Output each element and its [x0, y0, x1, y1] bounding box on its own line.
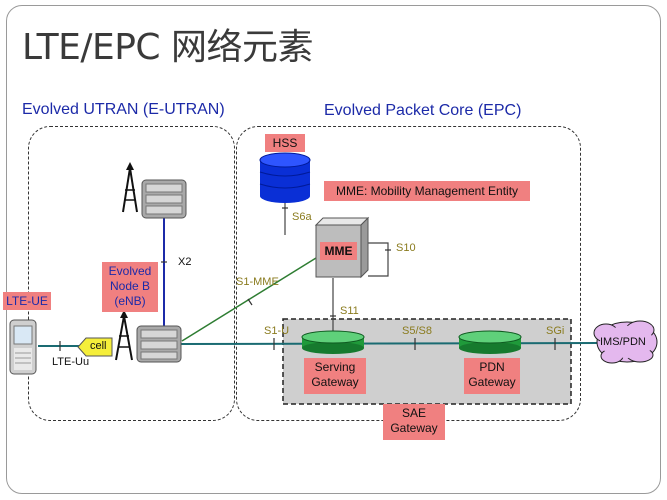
pdn-gateway-icon — [458, 330, 522, 354]
serving-gateway-label: Serving Gateway — [304, 358, 366, 394]
serving-gateway-icon — [301, 330, 365, 354]
hss-database-icon — [259, 152, 311, 203]
mme-label: MME — [320, 242, 357, 260]
sgi-interface-label: SGi — [546, 325, 565, 337]
sae-gateway-label: SAE Gateway — [383, 404, 445, 440]
pdn-gateway-label: PDN Gateway — [464, 358, 520, 394]
ims-pdn-cloud-icon — [593, 320, 658, 364]
mme-legend: MME: Mobility Management Entity — [324, 181, 530, 201]
enb-label: Evolved Node B (eNB) — [102, 262, 158, 312]
x2-interface-label: X2 — [178, 256, 192, 268]
s5-s8-interface-label: S5/S8 — [402, 325, 432, 337]
s10-link — [368, 242, 389, 277]
enb-tower-icon-top — [122, 162, 138, 213]
enb-tower-icon — [115, 310, 133, 361]
phone-icon — [9, 319, 37, 375]
epc-section-label: Evolved Packet Core (EPC) — [324, 102, 522, 119]
enb-server-icon-top — [141, 179, 187, 219]
s1-u-interface-label: S1-U — [264, 325, 290, 337]
eutran-region — [28, 126, 235, 421]
hss-label: HSS — [265, 134, 305, 152]
slide-title: LTE/EPC 网络元素 — [22, 27, 314, 68]
user-plane-link — [179, 342, 599, 345]
s6a-interface-label: S6a — [292, 211, 312, 223]
s11-interface-label: S11 — [340, 305, 359, 317]
lte-uu-interface-label: LTE-Uu — [52, 356, 90, 368]
s1-mme-interface-label: S1-MME — [236, 276, 279, 288]
cell-tag — [77, 337, 113, 357]
cell-label: cell — [90, 340, 107, 352]
enb-server-icon — [136, 325, 182, 363]
s10-interface-label: S10 — [396, 242, 416, 254]
mme-server-icon — [314, 216, 370, 279]
ims-pdn-label: IMS/PDN — [600, 336, 646, 348]
lte-ue-label: LTE-UE — [3, 292, 51, 310]
eutran-section-label: Evolved UTRAN (E-UTRAN) — [22, 101, 225, 118]
